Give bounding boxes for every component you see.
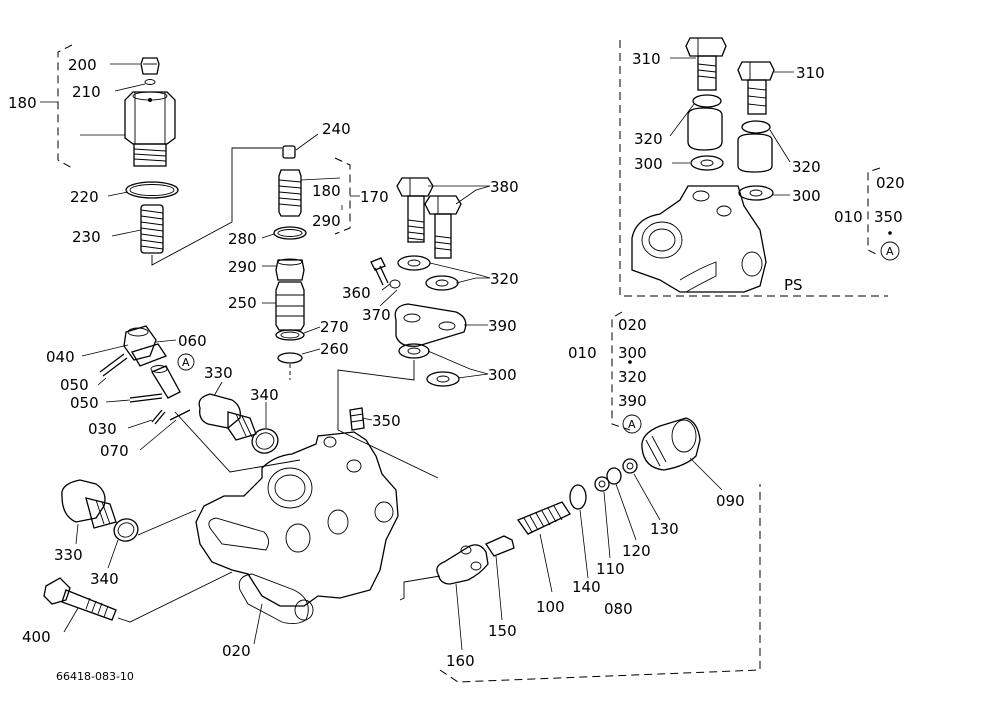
kit1-ref-a: A <box>886 245 894 258</box>
kit2-390: 390 <box>618 392 647 410</box>
kit2-020: 020 <box>618 316 647 334</box>
callout-180: 180 <box>8 94 37 112</box>
callout-380: 380 <box>490 178 519 196</box>
kit-bracket-2 <box>611 311 642 434</box>
callout-320-a: 320 <box>634 130 663 148</box>
callout-060: 060 <box>178 332 207 350</box>
ps-label: PS <box>784 276 803 294</box>
callout-020: 020 <box>222 642 251 660</box>
callout-ref-a: A <box>182 356 190 369</box>
callout-210: 210 <box>72 83 101 101</box>
callout-170: 170 <box>360 188 389 206</box>
callout-220: 220 <box>70 188 99 206</box>
ps-inset <box>619 37 888 297</box>
callout-260: 260 <box>320 340 349 358</box>
callout-090: 090 <box>716 492 745 510</box>
callout-300-a: 300 <box>634 155 663 173</box>
ref-a-circle <box>177 353 195 371</box>
callout-050-b: 050 <box>70 394 99 412</box>
bolt-400 <box>43 571 233 623</box>
relief-plug-group <box>57 44 282 266</box>
callout-300-b: 300 <box>792 187 821 205</box>
callout-270: 270 <box>320 318 349 336</box>
callout-400: 400 <box>22 628 51 646</box>
kit1-020: 020 <box>876 174 905 192</box>
valve-stack-group <box>273 145 351 380</box>
callout-340-b: 340 <box>90 570 119 588</box>
callout-160: 160 <box>446 652 475 670</box>
callout-280: 280 <box>228 230 257 248</box>
spool-assembly-080 <box>399 417 761 683</box>
callout-070: 070 <box>100 442 129 460</box>
kit-bracket-1 <box>867 167 900 261</box>
callout-230: 230 <box>72 228 101 246</box>
callout-150: 150 <box>488 622 517 640</box>
callout-320: 320 <box>490 270 519 288</box>
callout-310-a: 310 <box>632 50 661 68</box>
callout-240: 240 <box>322 120 351 138</box>
callout-100: 100 <box>536 598 565 616</box>
callout-320-b: 320 <box>792 158 821 176</box>
kit2-010: 010 <box>568 344 597 362</box>
callout-200: 200 <box>68 56 97 74</box>
callout-050-a: 050 <box>60 376 89 394</box>
kit2-320: 320 <box>618 368 647 386</box>
callout-290: 290 <box>228 258 257 276</box>
callout-140: 140 <box>572 578 601 596</box>
kit2-300: 300 <box>618 344 647 362</box>
callout-130: 130 <box>650 520 679 538</box>
leader-lines <box>40 57 794 651</box>
callout-080: 080 <box>604 600 633 618</box>
valve-body <box>195 431 399 625</box>
screw-350 <box>349 407 365 431</box>
callout-360: 360 <box>342 284 371 302</box>
plug-330-upper <box>198 393 279 454</box>
callout-110: 110 <box>596 560 625 578</box>
callout-180-b: 180 <box>312 182 341 200</box>
callout-290-b: 290 <box>312 212 341 230</box>
callout-250: 250 <box>228 294 257 312</box>
callout-030: 030 <box>88 420 117 438</box>
callout-330-a: 330 <box>204 364 233 382</box>
callout-310-b: 310 <box>796 64 825 82</box>
plug-330-lower <box>61 479 197 542</box>
kit1-350: 350 <box>874 208 903 226</box>
bolt-group-380 <box>337 177 467 479</box>
callout-350: 350 <box>372 412 401 430</box>
callout-390: 390 <box>488 317 517 335</box>
callout-040: 040 <box>46 348 75 366</box>
callout-labels: 200 210 180 220 230 240 180 290 170 280 … <box>8 50 905 683</box>
callout-300: 300 <box>488 366 517 384</box>
callout-120: 120 <box>622 542 651 560</box>
drawing-number: 66418-083-10 <box>56 670 134 683</box>
callout-330-b: 330 <box>54 546 83 564</box>
kit1-010: 010 <box>834 208 863 226</box>
callout-340-a: 340 <box>250 386 279 404</box>
kit2-ref-a: A <box>628 418 636 431</box>
small-parts-group <box>99 325 301 473</box>
callout-370: 370 <box>362 306 391 324</box>
